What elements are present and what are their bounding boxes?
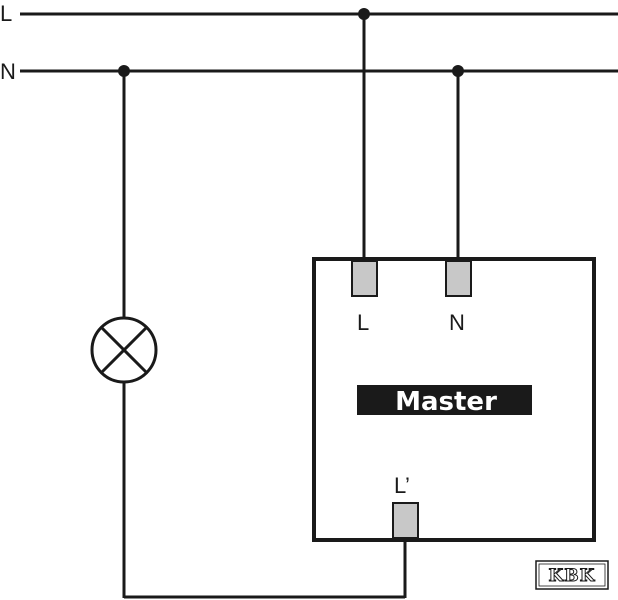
master-title: Master xyxy=(395,387,497,417)
terminal-out-label: L’ xyxy=(394,473,410,498)
terminal-l xyxy=(351,260,378,297)
terminal-out xyxy=(392,502,419,539)
master-title-bar xyxy=(357,385,532,415)
terminal-l-label: L xyxy=(357,310,369,335)
terminal-n-label: N xyxy=(449,310,465,335)
neutral-junction-dot-lamp xyxy=(118,65,130,77)
kbk-logo-text: KBK xyxy=(549,566,596,586)
terminal-n xyxy=(445,260,472,297)
neutral-line-label: N xyxy=(0,59,16,84)
master-device-box xyxy=(312,257,596,542)
neutral-junction-dot-device xyxy=(452,65,464,77)
kbk-logo: KBK xyxy=(535,560,609,590)
live-line-label: L xyxy=(0,1,12,26)
lamp-icon xyxy=(90,316,158,384)
live-junction-dot xyxy=(358,8,370,20)
